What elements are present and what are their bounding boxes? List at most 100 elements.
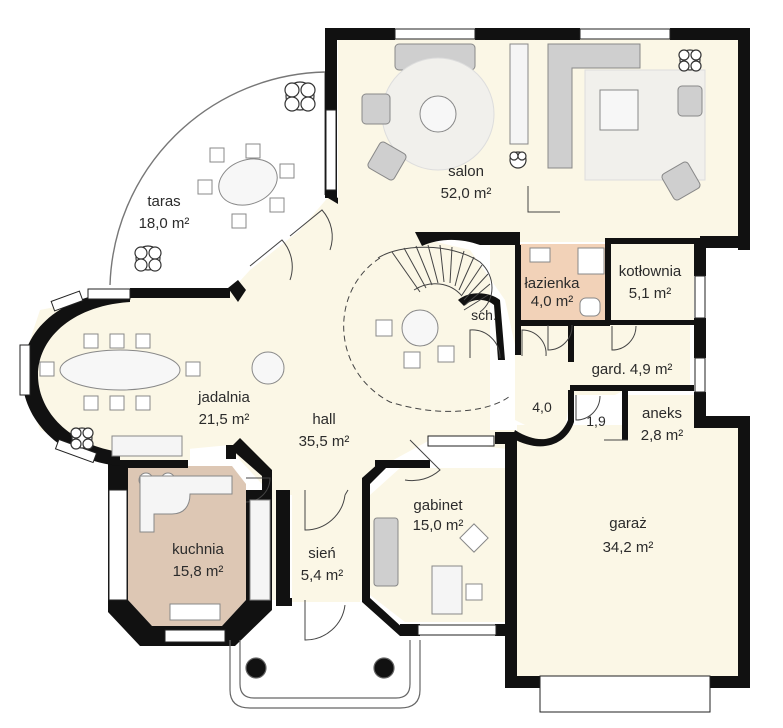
jadalnia-round xyxy=(251,351,285,385)
stair-arc-dashed xyxy=(343,257,511,412)
dining-sideboard xyxy=(111,435,183,457)
window-bay-2 xyxy=(19,344,31,396)
wall-stair-inner xyxy=(458,293,505,360)
floor-aneks xyxy=(628,395,694,440)
wall-4-0-top xyxy=(520,320,610,326)
area-sien: 5,4 m² xyxy=(301,567,344,584)
wall-hall-right xyxy=(515,245,521,355)
door-sien-front xyxy=(304,600,346,641)
wall-right-mid xyxy=(694,318,706,358)
kitchen-island xyxy=(139,475,233,533)
stair-steps xyxy=(391,244,491,311)
label-w19: 1,9 xyxy=(586,413,606,429)
wall-kuchnia-top xyxy=(108,460,188,468)
window-gard xyxy=(694,357,706,393)
wall-garaz-right xyxy=(738,416,750,688)
area-gabinet: 15,0 m² xyxy=(413,517,464,534)
plant-icon xyxy=(134,245,162,272)
hall-chair-2 xyxy=(403,351,421,369)
wall-garaz-bottom-left xyxy=(505,676,540,688)
plant-icon xyxy=(70,427,94,450)
wall-top-right xyxy=(670,28,750,40)
wall-top-mid xyxy=(475,28,580,40)
bath-basin xyxy=(529,247,551,263)
gabinet-armchair xyxy=(459,523,489,553)
door-terrace-2 xyxy=(289,209,333,251)
wall-salon-bottom xyxy=(700,236,750,248)
window-kitchen-bottom xyxy=(164,629,226,643)
wall-sien-left xyxy=(276,490,290,602)
wall-jadalnia-top xyxy=(130,288,230,298)
label-hall: hall xyxy=(312,411,335,428)
wall-gabinet-bottom xyxy=(400,624,420,636)
entrance-column-1 xyxy=(245,657,267,679)
terrace-chair-3 xyxy=(279,163,295,179)
door-19 xyxy=(575,395,601,421)
terrace-chair-4 xyxy=(269,197,285,213)
dining-chair-6 xyxy=(135,395,151,411)
floor-garaz xyxy=(517,425,742,678)
wall-sien-bottom-left xyxy=(276,598,292,606)
door-lazienka xyxy=(521,329,547,357)
window-kitchen-side xyxy=(108,489,128,601)
entrance-steps xyxy=(229,640,421,709)
dining-chair-4 xyxy=(83,395,99,411)
door-salon-inner xyxy=(527,186,560,213)
furniture xyxy=(39,43,706,621)
window-kotlownia xyxy=(694,275,706,319)
wall-right-lower xyxy=(694,392,706,422)
terrace-table xyxy=(218,158,278,206)
label-gabinet: gabinet xyxy=(413,497,463,514)
kitchen-stove xyxy=(169,603,221,621)
area-kotlownia: 5,1 m² xyxy=(629,285,672,302)
stairs xyxy=(343,244,511,412)
dining-table xyxy=(59,349,181,391)
label-sch: sch. xyxy=(471,307,497,323)
salon-right-chair-1 xyxy=(677,85,703,117)
wall-aneks-left xyxy=(622,390,628,440)
area-taras: 18,0 m² xyxy=(139,215,190,232)
labels: salon 52,0 m² taras 18,0 m² łazienka 4,0… xyxy=(139,163,684,584)
dining-chair-5 xyxy=(109,395,125,411)
wall-right-upper xyxy=(694,238,706,276)
terrace-chair-5 xyxy=(231,213,247,229)
hall-chair-3 xyxy=(437,345,455,363)
wall-gabinet-top2 xyxy=(495,432,517,444)
label-taras: taras xyxy=(147,193,180,210)
area-lazienka: 4,0 m² xyxy=(531,293,574,310)
window-salon-1 xyxy=(394,28,476,40)
bath-toilet xyxy=(579,297,601,317)
door-kotlownia xyxy=(611,325,637,351)
area-kuchnia: 15,8 m² xyxy=(173,563,224,580)
floor-kotlownia xyxy=(610,244,694,324)
salon-armchair-1 xyxy=(361,93,391,125)
door-terrace-1 xyxy=(249,239,293,281)
wall-gard-bottom xyxy=(570,385,694,391)
entrance-steps-inner xyxy=(239,640,411,699)
floor-sien xyxy=(292,490,360,602)
area-salon: 52,0 m² xyxy=(441,185,492,202)
window-bay-1 xyxy=(50,290,84,312)
area-aneks: 2,8 m² xyxy=(641,427,684,444)
terrace-chair-2 xyxy=(245,143,261,159)
window-gabinet xyxy=(417,624,497,636)
label-jadalnia: jadalnia xyxy=(197,389,250,406)
terrace-chair-6 xyxy=(197,179,213,195)
salon-table xyxy=(419,95,457,133)
wall-top-left xyxy=(325,28,395,40)
wall-gabinet-left xyxy=(362,462,405,636)
area-hall: 35,5 m² xyxy=(299,433,350,450)
dining-chair-2 xyxy=(109,333,125,349)
salon-right-table xyxy=(599,89,639,131)
label-gard: gard. 4,9 m² xyxy=(592,361,673,378)
area-jadalnia: 21,5 m² xyxy=(199,411,250,428)
door-hall-gabinet xyxy=(404,439,441,482)
wall-stair-top xyxy=(415,232,520,246)
wall-hall-diag xyxy=(325,190,338,204)
salon-armchair-2 xyxy=(367,141,407,181)
wall-gabinet-top xyxy=(375,460,430,468)
wall-salon-right xyxy=(738,28,750,250)
salon-corner-sofa xyxy=(547,43,641,169)
